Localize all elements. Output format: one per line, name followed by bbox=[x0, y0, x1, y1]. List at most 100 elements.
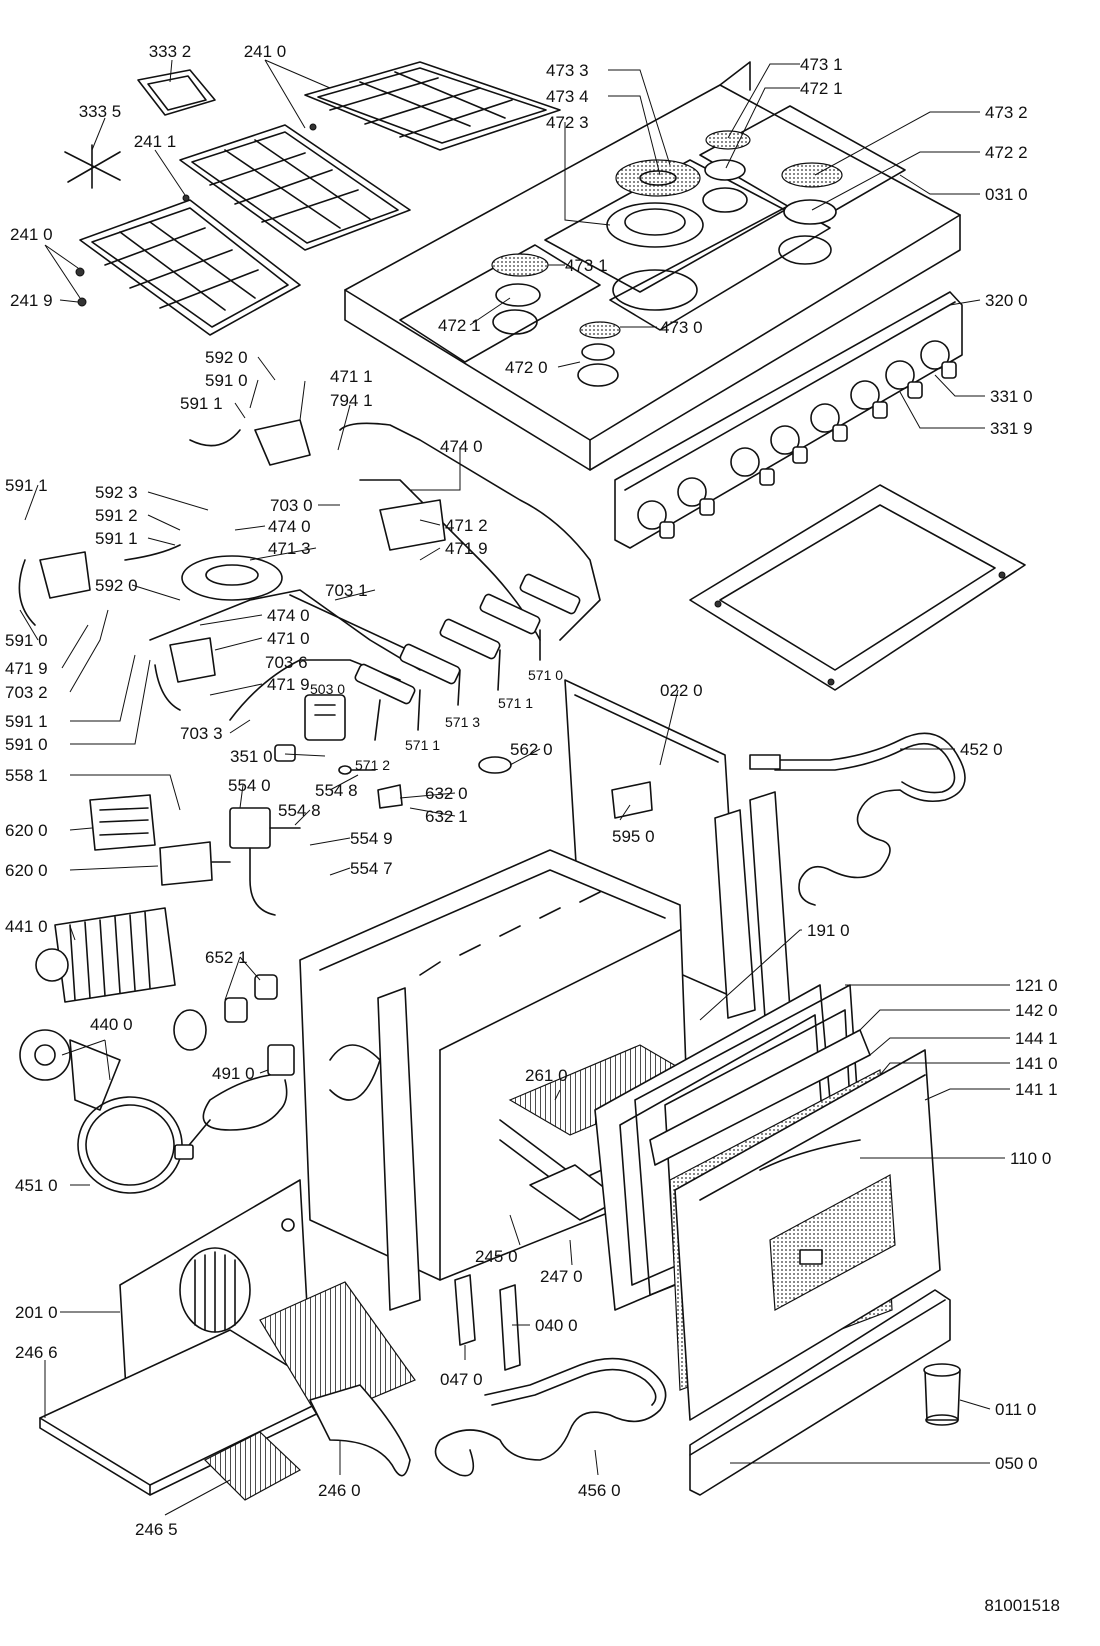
label-554-8-a: 554 8 bbox=[315, 781, 358, 800]
label-591-1-low: 591 1 bbox=[5, 712, 48, 731]
label-331-0: 331 0 bbox=[990, 387, 1033, 406]
label-472-0: 472 0 bbox=[505, 358, 548, 377]
burner-cups bbox=[39, 419, 446, 683]
label-474-0-low: 474 0 bbox=[267, 606, 310, 625]
label-191-0: 191 0 bbox=[807, 921, 850, 940]
label-472-3: 472 3 bbox=[546, 113, 589, 132]
label-047-0: 047 0 bbox=[440, 1370, 483, 1389]
label-571-1-right: 571 1 bbox=[498, 695, 533, 711]
label-471-9-right: 471 9 bbox=[445, 539, 488, 558]
document-number: 81001518 bbox=[984, 1596, 1060, 1615]
label-471-2: 471 2 bbox=[445, 516, 488, 535]
label-473-3: 473 3 bbox=[546, 61, 589, 80]
label-473-1-top: 473 1 bbox=[800, 55, 843, 74]
label-241-9: 241 9 bbox=[10, 291, 53, 310]
label-451-0: 451 0 bbox=[15, 1176, 58, 1195]
label-246-5: 246 5 bbox=[135, 1520, 178, 1539]
pan-support-grate-rear bbox=[304, 61, 561, 151]
label-471-9-low: 471 9 bbox=[267, 675, 310, 694]
wok-ring-frame bbox=[137, 69, 216, 116]
label-441-0: 441 0 bbox=[5, 917, 48, 936]
label-571-2: 571 2 bbox=[355, 757, 390, 773]
label-121-0: 121 0 bbox=[1015, 976, 1058, 995]
label-050-0: 050 0 bbox=[995, 1454, 1038, 1473]
label-620-0-a: 620 0 bbox=[5, 821, 48, 840]
top-tray bbox=[689, 484, 1026, 691]
label-471-9-left: 471 9 bbox=[5, 659, 48, 678]
label-472-1-top: 472 1 bbox=[800, 79, 843, 98]
pan-support-grate-front bbox=[79, 199, 301, 336]
label-591-0-top: 591 0 bbox=[205, 371, 248, 390]
thermal-cutout bbox=[478, 756, 512, 774]
label-333-2: 333 2 bbox=[149, 42, 192, 61]
grate-feet bbox=[75, 123, 317, 307]
label-456-0: 456 0 bbox=[578, 1481, 621, 1500]
terminal-block bbox=[89, 794, 156, 851]
oven-thermostat bbox=[229, 807, 301, 916]
label-472-1-left: 472 1 bbox=[438, 316, 481, 335]
burner-front-left bbox=[577, 321, 621, 387]
label-245-0: 245 0 bbox=[475, 1247, 518, 1266]
label-703-1: 703 1 bbox=[325, 581, 368, 600]
label-703-0: 703 0 bbox=[270, 496, 313, 515]
label-632-1: 632 1 bbox=[425, 807, 468, 826]
label-503-0: 503 0 bbox=[310, 681, 345, 697]
label-452-0: 452 0 bbox=[960, 740, 1003, 759]
label-571-0: 571 0 bbox=[528, 667, 563, 683]
label-247-0: 247 0 bbox=[540, 1267, 583, 1286]
label-473-4: 473 4 bbox=[546, 87, 589, 106]
label-031-0: 031 0 bbox=[985, 185, 1028, 204]
label-110-0: 110 0 bbox=[1010, 1149, 1051, 1168]
label-592-3: 592 3 bbox=[95, 483, 138, 502]
control-panel bbox=[614, 291, 963, 549]
gas-taps-row bbox=[354, 573, 581, 741]
power-cable bbox=[174, 1044, 295, 1160]
label-592-0-top: 592 0 bbox=[205, 348, 248, 367]
label-320-0: 320 0 bbox=[985, 291, 1028, 310]
oven-lamp bbox=[173, 974, 278, 1051]
label-471-3: 471 3 bbox=[268, 539, 311, 558]
burner-front-right bbox=[778, 162, 843, 265]
leader-lines bbox=[19, 59, 1010, 1516]
label-241-1: 241 1 bbox=[134, 132, 177, 151]
label-571-1-left: 571 1 bbox=[405, 737, 440, 753]
label-620-0-b: 620 0 bbox=[5, 861, 48, 880]
label-632-0: 632 0 bbox=[425, 784, 468, 803]
label-261-0: 261 0 bbox=[525, 1066, 568, 1085]
label-246-6: 246 6 bbox=[15, 1343, 58, 1362]
label-201-0: 201 0 bbox=[15, 1303, 58, 1322]
cavity-uprights bbox=[377, 791, 791, 1311]
simmer-plate-cross bbox=[64, 144, 121, 189]
label-591-1-left: 591 1 bbox=[5, 476, 48, 495]
label-471-1: 471 1 bbox=[330, 367, 373, 386]
label-558-1: 558 1 bbox=[5, 766, 48, 785]
label-591-1-top: 591 1 bbox=[180, 394, 223, 413]
label-703-2: 703 2 bbox=[5, 683, 48, 702]
burner-rear-right bbox=[702, 130, 751, 213]
label-554-0: 554 0 bbox=[228, 776, 271, 795]
label-591-0-left: 591 0 bbox=[5, 631, 48, 650]
circular-element bbox=[77, 1096, 183, 1194]
label-246-0: 246 0 bbox=[318, 1481, 361, 1500]
thermocouples bbox=[18, 429, 241, 711]
label-595-0: 595 0 bbox=[612, 827, 655, 846]
label-473-1-left: 473 1 bbox=[565, 256, 608, 275]
label-794-1: 794 1 bbox=[330, 391, 373, 410]
label-592-0-mid: 592 0 bbox=[95, 576, 138, 595]
label-333-5: 333 5 bbox=[79, 102, 122, 121]
label-471-0: 471 0 bbox=[267, 629, 310, 648]
label-703-6: 703 6 bbox=[265, 653, 308, 672]
adjustable-foot bbox=[923, 1363, 961, 1426]
label-591-0-low: 591 0 bbox=[5, 735, 48, 754]
label-591-2: 591 2 bbox=[95, 506, 138, 525]
label-474-0-top: 474 0 bbox=[440, 437, 483, 456]
burner-wok bbox=[606, 159, 704, 311]
label-473-2: 473 2 bbox=[985, 103, 1028, 122]
label-554-9: 554 9 bbox=[350, 829, 393, 848]
label-562-0: 562 0 bbox=[510, 740, 553, 759]
label-554-8-b: 554 8 bbox=[278, 801, 321, 820]
label-652-1: 652 1 bbox=[205, 948, 248, 967]
label-011-0: 011 0 bbox=[995, 1400, 1036, 1419]
label-040-0: 040 0 bbox=[535, 1316, 578, 1335]
